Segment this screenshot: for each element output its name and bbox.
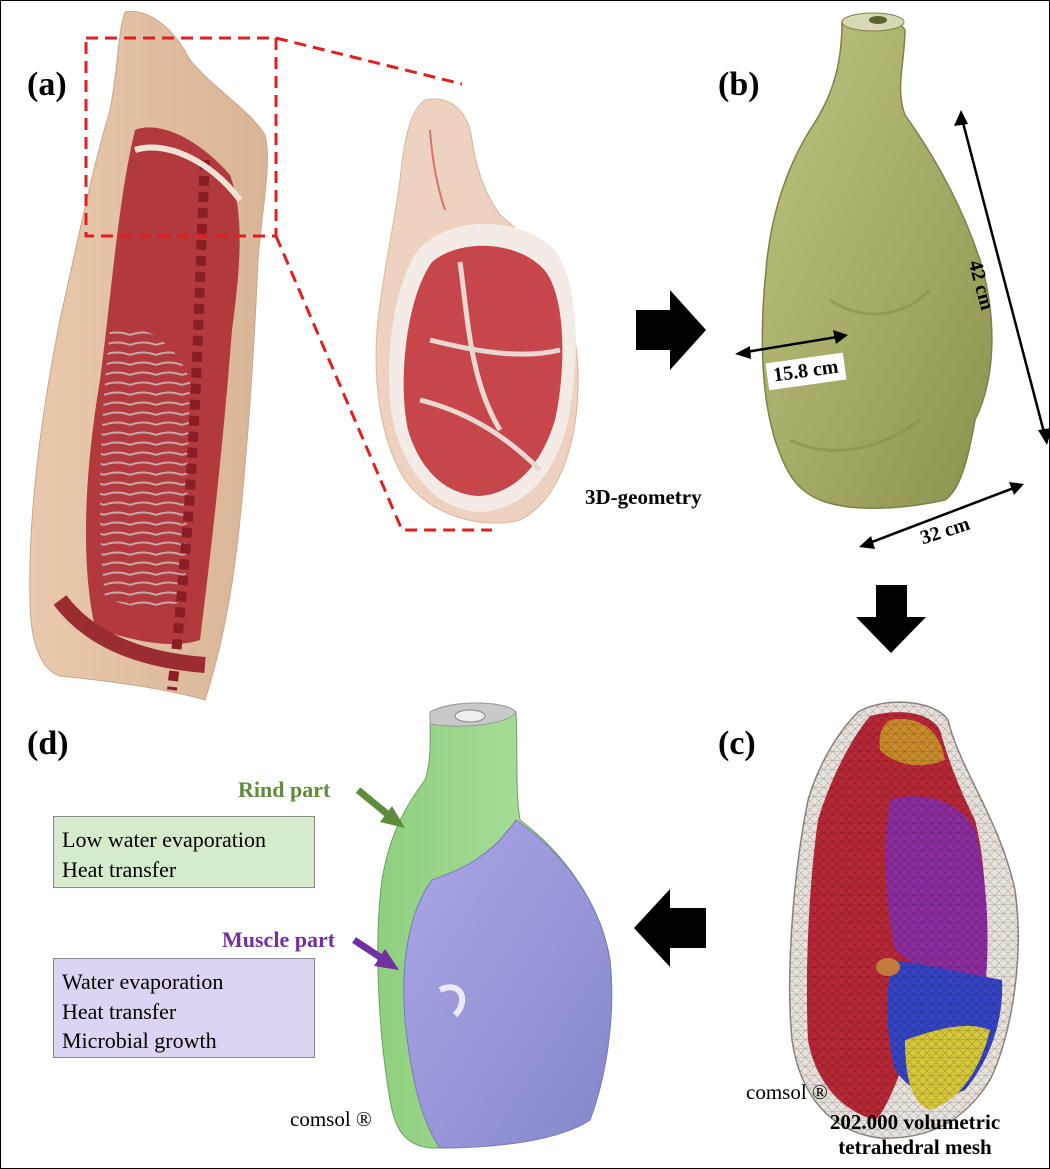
panel-label-d: (d) bbox=[27, 727, 69, 761]
mesh-caption-line2: tetrahedral mesh bbox=[795, 1135, 1035, 1160]
muscle-part-label: Muscle part bbox=[222, 927, 335, 953]
panel-label-a: (a) bbox=[27, 68, 67, 102]
muscle-property-2: Heat transfer bbox=[62, 997, 314, 1027]
muscle-property-3: Microbial growth bbox=[62, 1026, 314, 1056]
rind-properties-box: Low water evaporation Heat transfer bbox=[53, 816, 315, 888]
geometry-caption: 3D-geometry bbox=[585, 485, 702, 510]
muscle-property-1: Water evaporation bbox=[62, 967, 314, 997]
arrow-left bbox=[634, 889, 706, 967]
rind-muscle-model bbox=[378, 703, 612, 1148]
ham-photo bbox=[376, 99, 578, 523]
panel-label-c: (c) bbox=[718, 727, 756, 761]
panel-label-b: (b) bbox=[718, 68, 760, 102]
tetrahedral-mesh-model bbox=[790, 702, 1018, 1138]
rind-property-2: Heat transfer bbox=[62, 855, 314, 885]
software-label-d: comsol ® bbox=[290, 1107, 372, 1132]
ham-3d-geometry bbox=[762, 13, 992, 508]
rind-pointer-arrow bbox=[358, 790, 405, 828]
muscle-properties-box: Water evaporation Heat transfer Microbia… bbox=[53, 958, 315, 1058]
arrow-right bbox=[636, 290, 706, 370]
pig-carcass-image bbox=[30, 12, 268, 700]
arrow-down bbox=[856, 585, 926, 653]
mesh-caption: 202.000 volumetric tetrahedral mesh bbox=[795, 1110, 1035, 1160]
rind-part-label: Rind part bbox=[238, 777, 330, 803]
rind-property-1: Low water evaporation bbox=[62, 825, 314, 855]
software-label-c: comsol ® bbox=[746, 1080, 828, 1105]
mesh-caption-line1: 202.000 volumetric bbox=[795, 1110, 1035, 1135]
